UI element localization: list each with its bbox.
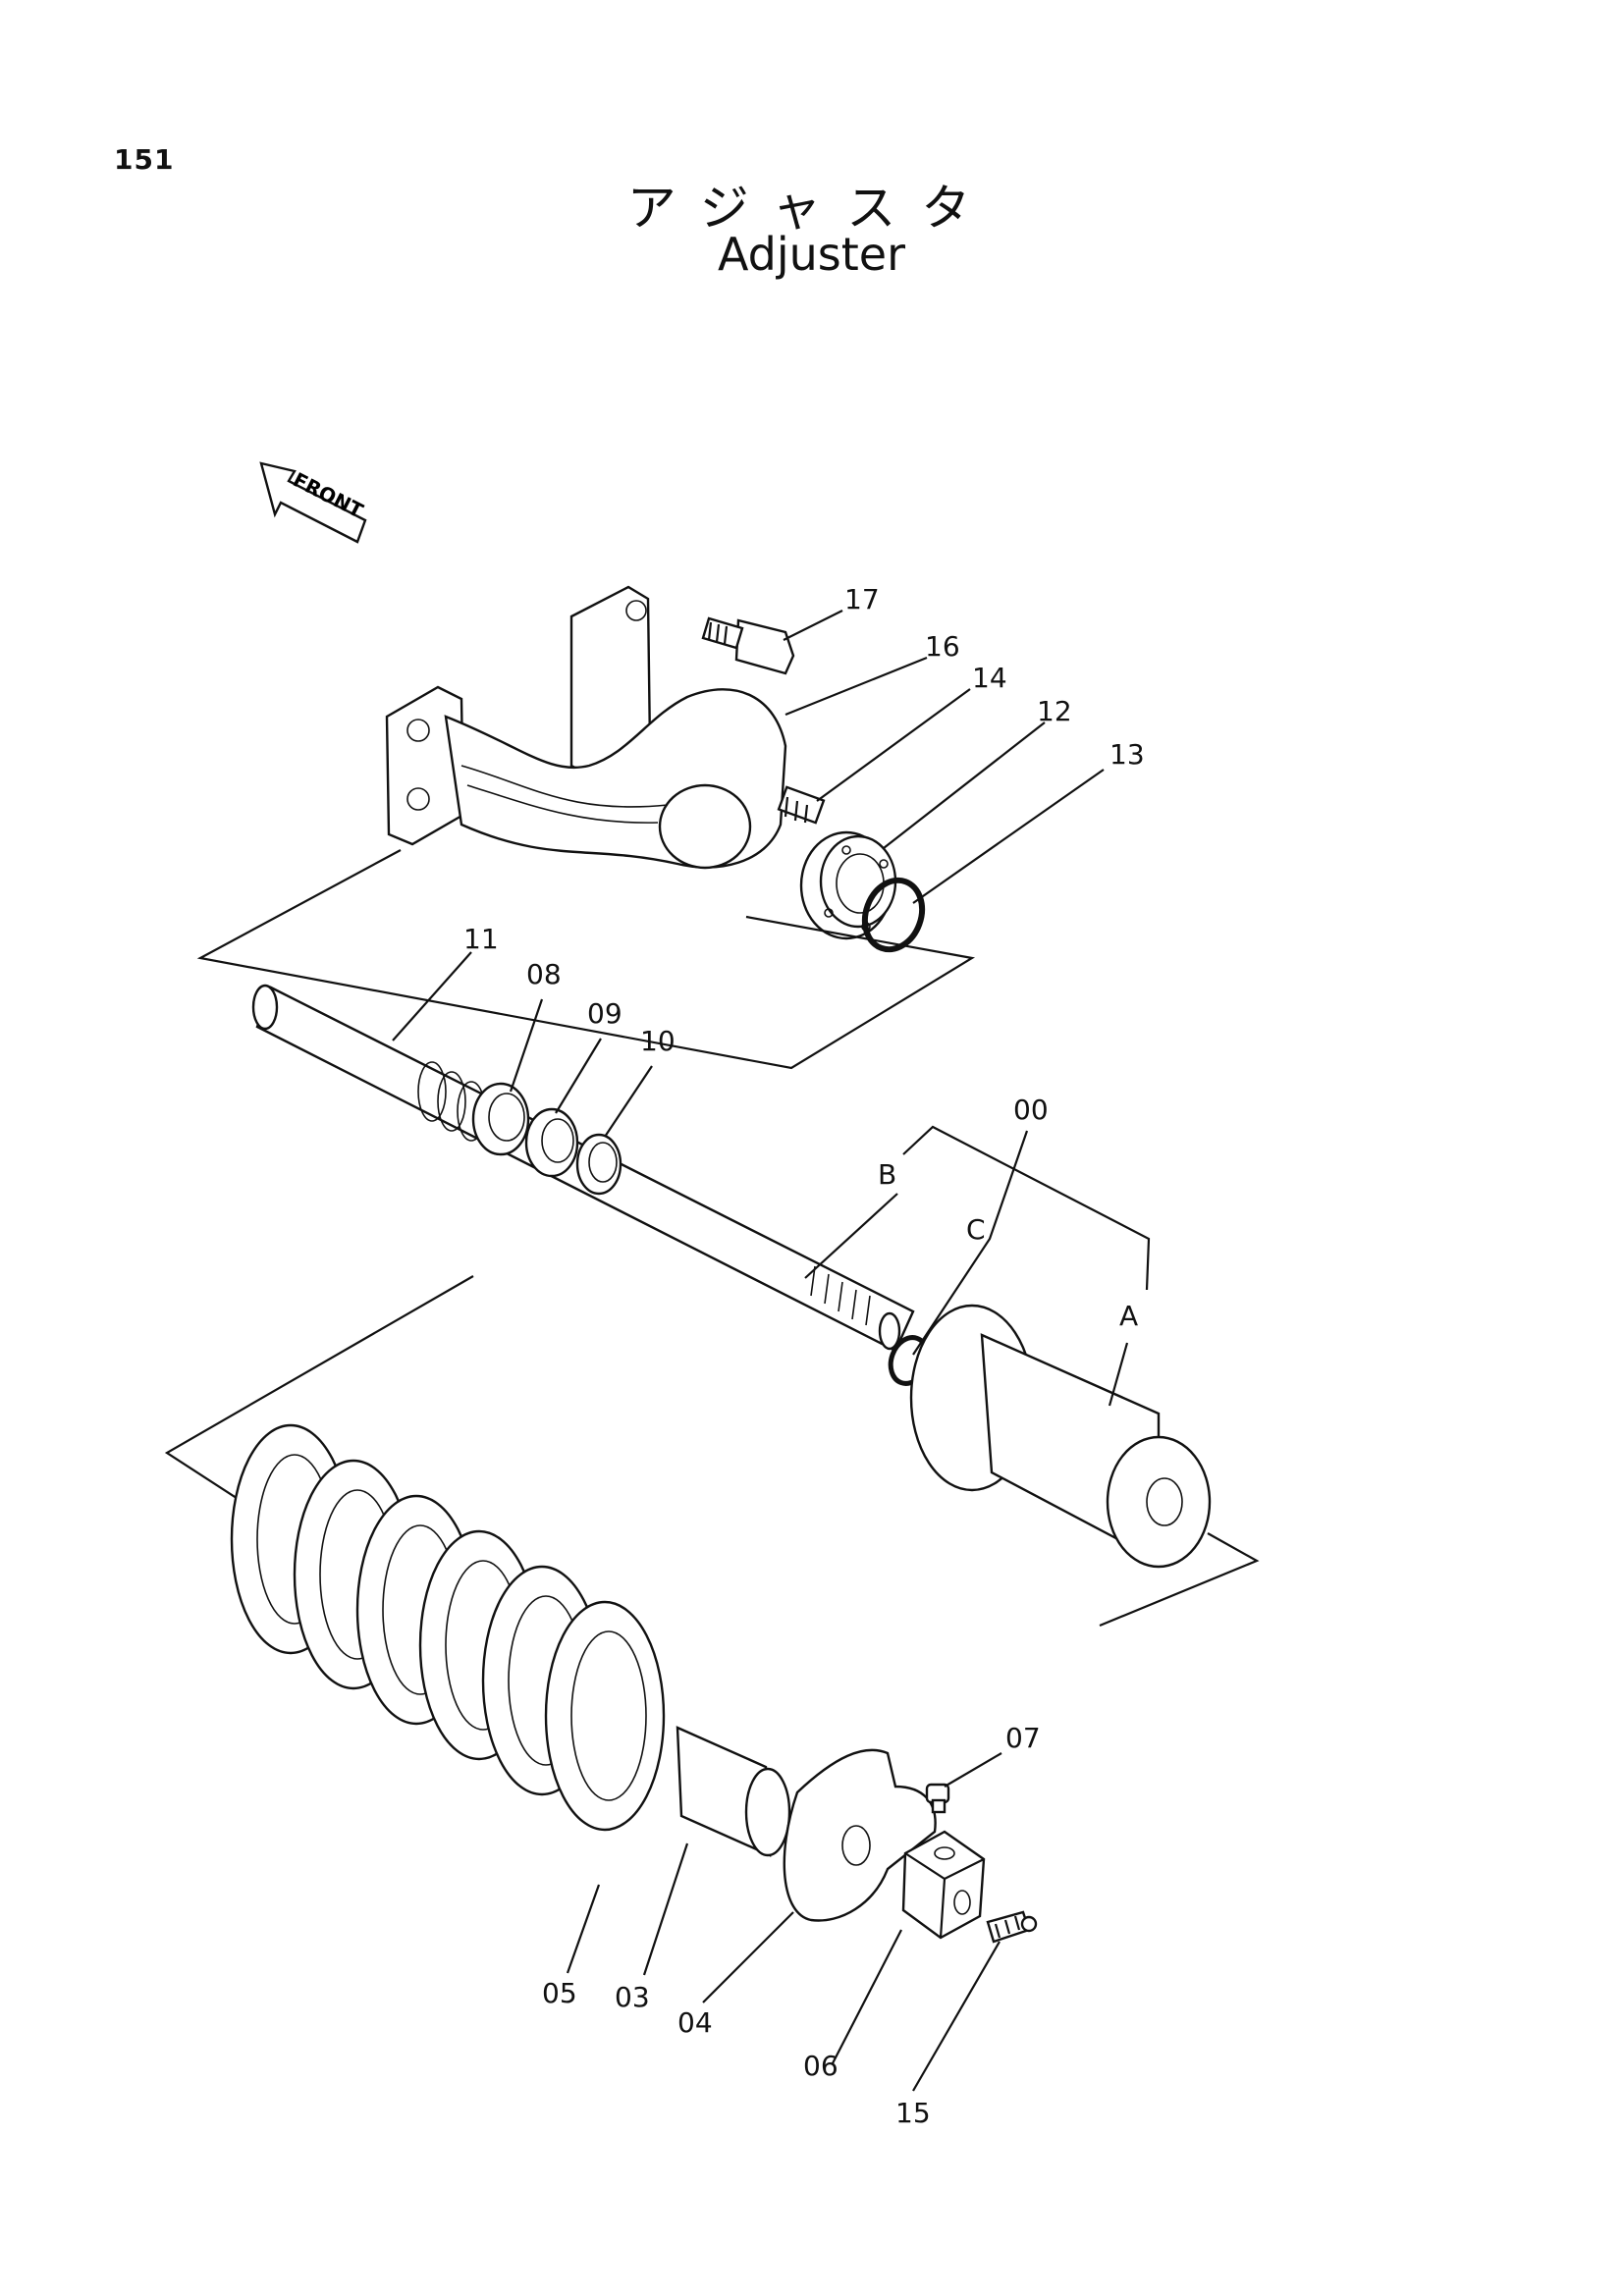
callout-04: 04: [677, 2006, 713, 2039]
leader-00: [912, 1130, 1029, 1356]
part-06-block: [901, 1830, 986, 1940]
callout-12: 12: [1037, 695, 1072, 727]
callout-03: 03: [615, 1981, 650, 2013]
callout-06: 06: [803, 2050, 839, 2082]
page-number: 151: [114, 143, 175, 176]
callout-17: 17: [844, 583, 880, 615]
upper-assembly-plane: [196, 849, 976, 1070]
part-a-cylinder: [909, 1304, 1212, 1569]
assembly-00-bracket: [902, 1125, 1151, 1291]
callout-13: 13: [1109, 738, 1145, 771]
callout-08: 08: [526, 958, 562, 990]
callout-14: 14: [972, 662, 1007, 694]
callout-16: 16: [925, 630, 960, 663]
part-13-o-ring: [861, 877, 926, 953]
part-threaded-end: [810, 1265, 901, 1351]
callout-00: 00: [1013, 1094, 1049, 1126]
callout-05: 05: [542, 1977, 577, 2009]
part-07-plug: [925, 1783, 950, 1814]
callout-b: B: [878, 1158, 896, 1191]
callout-11: 11: [463, 923, 499, 955]
part-14-bolt: [777, 785, 826, 825]
part-04-plate: [783, 1748, 937, 1922]
part-12-flange: [799, 830, 897, 940]
leader-lines: [392, 610, 1129, 2092]
part-16-bracket: [385, 585, 787, 870]
callout-10: 10: [640, 1025, 676, 1057]
callout-09: 09: [587, 997, 622, 1030]
page-title-japanese: アジャスタ: [626, 180, 997, 237]
part-17-bolt: [701, 616, 795, 675]
part-10-ring: [575, 1133, 622, 1196]
callout-a: A: [1119, 1300, 1138, 1332]
page-title-english: Adjuster: [717, 228, 905, 281]
part-08-seal: [471, 1082, 530, 1156]
callout-07: 07: [1005, 1722, 1041, 1754]
callout-15: 15: [895, 2097, 931, 2129]
callout-c: C: [966, 1213, 986, 1246]
lower-assembly-plane: [164, 1275, 1260, 1628]
part-03-sleeve: [676, 1726, 791, 1857]
front-arrow-icon: FRONT: [259, 461, 367, 544]
part-05-spring: [230, 1423, 666, 1832]
part-15-grease-fitting: [986, 1910, 1038, 1944]
part-09-ring: [524, 1107, 579, 1178]
